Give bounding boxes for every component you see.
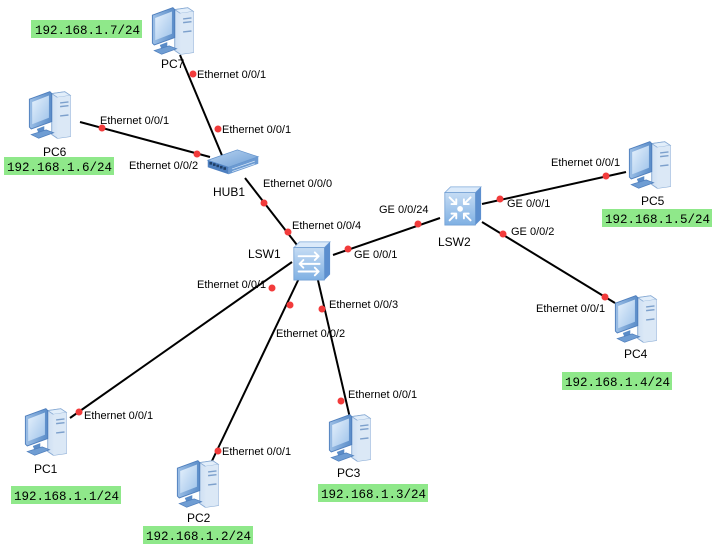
device-label-pc4: PC4 xyxy=(624,347,648,361)
port-dot-pc2-eth001[interactable] xyxy=(214,447,222,455)
device-pc5[interactable]: PC5 xyxy=(628,140,672,208)
device-label-hub1: HUB1 xyxy=(213,185,245,199)
port-label-hub1-to-pc6: Ethernet 0/0/2 xyxy=(129,160,198,172)
port-labels: Ethernet 0/0/1 Ethernet 0/0/1 Ethernet 0… xyxy=(84,69,620,458)
port-dot-lsw2-ge002[interactable] xyxy=(499,230,507,238)
device-label-pc1: PC1 xyxy=(34,462,58,476)
device-pc1[interactable]: PC1 xyxy=(24,407,68,476)
l3-switch-icon[interactable] xyxy=(443,185,483,227)
port-label-lsw2-to-pc5: GE 0/0/1 xyxy=(507,198,550,210)
ip-text-pc2: 192.168.1.2/24 xyxy=(146,530,251,544)
port-label-lsw1-to-hub1: Ethernet 0/0/4 xyxy=(292,220,361,232)
port-label-hub1-to-lsw1: Ethernet 0/0/0 xyxy=(263,178,332,190)
link-pc7-hub1[interactable] xyxy=(179,54,227,166)
port-label-lsw1-to-pc3: Ethernet 0/0/3 xyxy=(329,299,398,311)
port-label-pc6: Ethernet 0/0/1 xyxy=(100,115,169,127)
device-label-pc5: PC5 xyxy=(641,194,665,208)
port-label-hub1-to-pc7: Ethernet 0/0/1 xyxy=(222,124,291,136)
ip-badge-pc5: 192.168.1.5/24 xyxy=(602,209,712,227)
port-dot-lsw1-ge001[interactable] xyxy=(344,245,352,253)
ip-text-pc4: 192.168.1.4/24 xyxy=(565,376,670,390)
port-dots xyxy=(75,70,610,455)
device-lsw1[interactable]: LSW1 xyxy=(248,240,332,282)
ip-badge-pc1: 192.168.1.1/24 xyxy=(11,486,121,504)
port-dot-pc3-eth001[interactable] xyxy=(337,397,345,405)
ip-badge-pc3: 192.168.1.3/24 xyxy=(318,484,428,502)
device-label-pc6: PC6 xyxy=(43,145,67,159)
device-pc6[interactable]: PC6 xyxy=(28,90,72,159)
port-dot-lsw2-ge001[interactable] xyxy=(496,195,504,203)
port-dot-lsw1-eth004[interactable] xyxy=(284,228,292,236)
ip-text-pc6: 192.168.1.6/24 xyxy=(7,161,112,175)
port-dot-pc6-eth001[interactable] xyxy=(98,124,106,132)
link-lsw1-pc3[interactable] xyxy=(316,275,351,419)
ip-badge-pc4: 192.168.1.4/24 xyxy=(562,372,672,390)
port-dot-lsw1-eth003[interactable] xyxy=(318,305,326,313)
port-dot-pc7-eth001[interactable] xyxy=(189,70,197,78)
port-label-pc4: Ethernet 0/0/1 xyxy=(536,303,605,315)
ip-text-pc1: 192.168.1.1/24 xyxy=(14,490,119,504)
pc-icon[interactable] xyxy=(151,6,195,56)
port-dot-pc4-eth001[interactable] xyxy=(601,293,609,301)
switch-icon[interactable] xyxy=(292,240,332,282)
ip-text-pc7: 192.168.1.7/24 xyxy=(35,24,140,38)
ip-badge-pc6: 192.168.1.6/24 xyxy=(4,157,114,175)
link-lsw1-pc1[interactable] xyxy=(69,261,293,419)
device-label-pc3: PC3 xyxy=(337,466,361,480)
port-label-pc1: Ethernet 0/0/1 xyxy=(84,410,153,422)
port-label-pc5: Ethernet 0/0/1 xyxy=(551,157,620,169)
port-dot-lsw2-ge0024[interactable] xyxy=(414,220,422,228)
device-pc2[interactable]: PC2 xyxy=(176,459,220,525)
port-dot-hub1-eth002[interactable] xyxy=(193,150,201,158)
pc-icon[interactable] xyxy=(628,140,672,190)
port-dot-hub1-eth000[interactable] xyxy=(260,199,268,207)
device-label-lsw2: LSW2 xyxy=(438,235,471,249)
port-label-lsw1-to-pc2: Ethernet 0/0/2 xyxy=(276,328,345,340)
port-label-pc7: Ethernet 0/0/1 xyxy=(197,69,266,81)
device-label-lsw1: LSW1 xyxy=(248,247,281,261)
port-dot-hub1-eth001[interactable] xyxy=(214,125,222,133)
device-label-pc7: PC7 xyxy=(161,57,185,71)
port-label-lsw1-to-pc1: Ethernet 0/0/1 xyxy=(197,279,266,291)
ip-text-pc5: 192.168.1.5/24 xyxy=(605,213,710,227)
port-label-pc3: Ethernet 0/0/1 xyxy=(348,389,417,401)
port-label-lsw2-to-pc4: GE 0/0/2 xyxy=(511,226,554,238)
pc-icon[interactable] xyxy=(614,294,658,344)
device-label-pc2: PC2 xyxy=(187,511,211,525)
port-label-pc2: Ethernet 0/0/1 xyxy=(222,446,291,458)
port-label-lsw1-to-lsw2: GE 0/0/1 xyxy=(354,249,397,261)
ip-text-pc3: 192.168.1.3/24 xyxy=(321,488,426,502)
pc-icon[interactable] xyxy=(24,407,68,457)
ip-badges: 192.168.1.7/24 192.168.1.6/24 192.168.1.… xyxy=(4,20,712,544)
device-pc3[interactable]: PC3 xyxy=(328,413,372,480)
device-lsw2[interactable]: LSW2 xyxy=(438,185,483,249)
port-dot-pc5-eth001[interactable] xyxy=(602,172,610,180)
hub-icon[interactable] xyxy=(207,149,259,175)
device-hub1[interactable]: HUB1 xyxy=(207,149,259,199)
port-dot-pc1-eth001[interactable] xyxy=(75,408,83,416)
ip-badge-pc7: 192.168.1.7/24 xyxy=(31,20,142,38)
device-pc7[interactable]: PC7 xyxy=(151,6,195,71)
port-dot-lsw1-eth002[interactable] xyxy=(286,301,294,309)
link-lsw2-pc5[interactable] xyxy=(481,171,627,205)
device-pc4[interactable]: PC4 xyxy=(614,294,658,361)
ip-badge-pc2: 192.168.1.2/24 xyxy=(143,526,253,544)
pc-icon[interactable] xyxy=(328,413,372,463)
pc-icon[interactable] xyxy=(176,459,220,509)
pc-icon[interactable] xyxy=(28,90,72,140)
port-label-lsw2-to-lsw1: GE 0/0/24 xyxy=(379,204,429,216)
link-lsw1-pc2[interactable] xyxy=(210,271,303,464)
port-dot-lsw1-eth001[interactable] xyxy=(268,284,276,292)
